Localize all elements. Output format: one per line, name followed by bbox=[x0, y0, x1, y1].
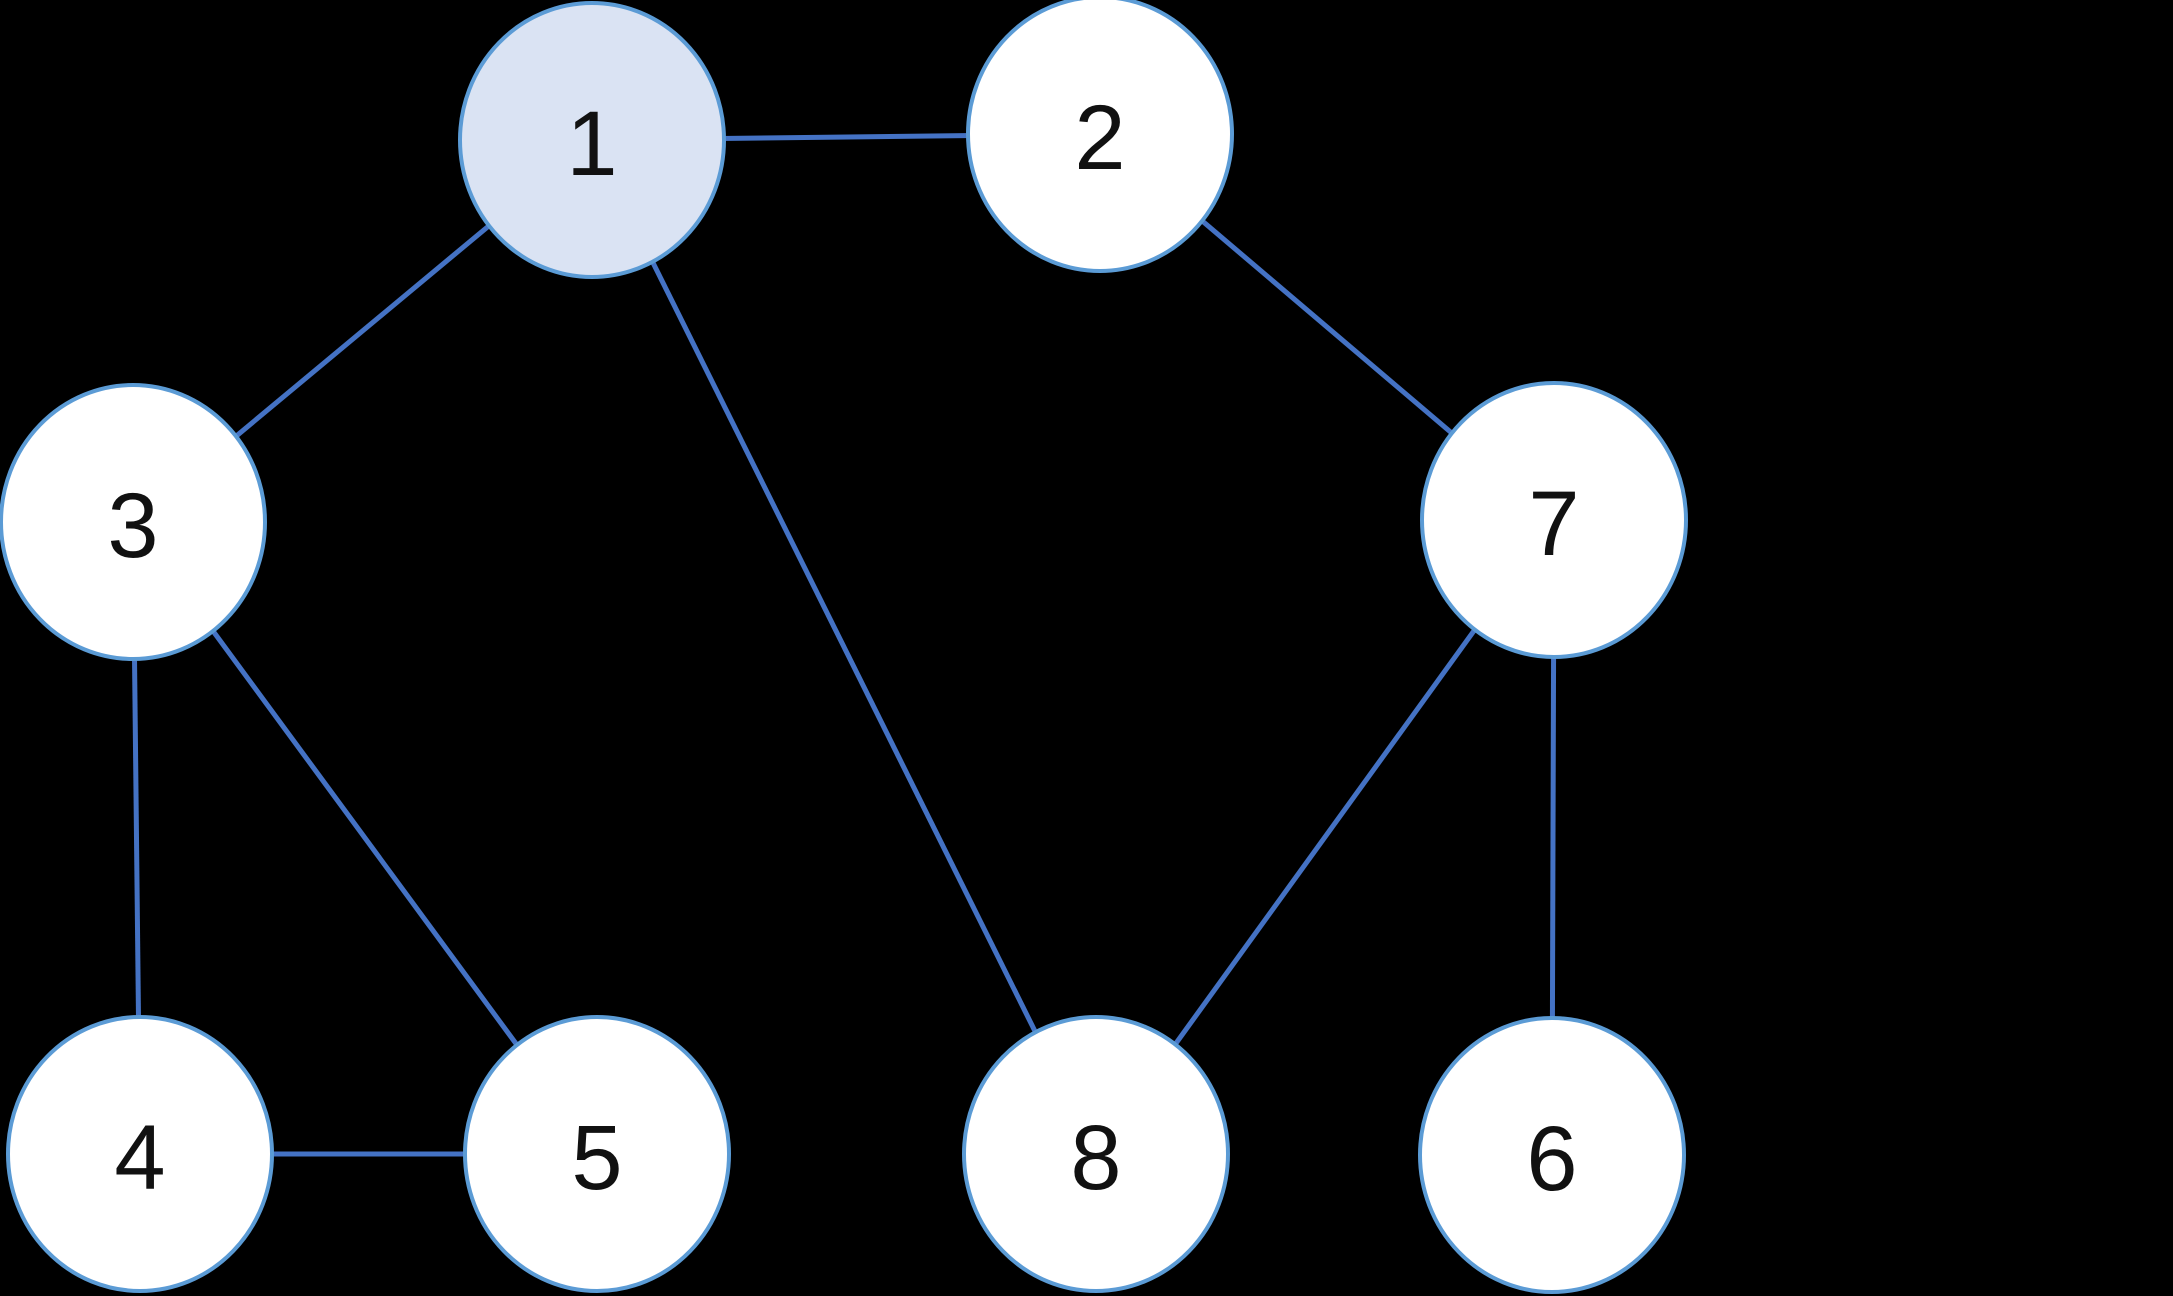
node-label-4: 4 bbox=[114, 1107, 165, 1209]
node-label-8: 8 bbox=[1070, 1107, 1121, 1209]
node-1: 1 bbox=[458, 1, 726, 279]
node-circle-5 bbox=[463, 1015, 731, 1293]
node-circle-4 bbox=[6, 1015, 274, 1293]
node-3: 3 bbox=[0, 383, 267, 661]
node-label-5: 5 bbox=[571, 1107, 622, 1209]
node-label-2: 2 bbox=[1074, 87, 1125, 189]
node-label-6: 6 bbox=[1526, 1108, 1577, 1210]
node-label-7: 7 bbox=[1528, 473, 1579, 575]
node-2: 2 bbox=[966, 0, 1234, 273]
node-circle-7 bbox=[1420, 381, 1688, 659]
node-circle-1 bbox=[458, 1, 726, 279]
node-label-3: 3 bbox=[107, 475, 158, 577]
edges-layer bbox=[130, 131, 1557, 1157]
node-8: 8 bbox=[962, 1015, 1230, 1293]
nodes-layer: 1 2 3 7 4 5 8 6 bbox=[0, 0, 1688, 1294]
node-7: 7 bbox=[1420, 381, 1688, 659]
node-circle-8 bbox=[962, 1015, 1230, 1293]
node-circle-2 bbox=[966, 0, 1234, 273]
node-circle-3 bbox=[0, 383, 267, 661]
node-circle-6 bbox=[1418, 1016, 1686, 1294]
node-4: 4 bbox=[6, 1015, 274, 1293]
node-label-1: 1 bbox=[566, 93, 617, 195]
edge-1-8 bbox=[589, 138, 1099, 1156]
node-6: 6 bbox=[1418, 1016, 1686, 1294]
node-5: 5 bbox=[463, 1015, 731, 1293]
